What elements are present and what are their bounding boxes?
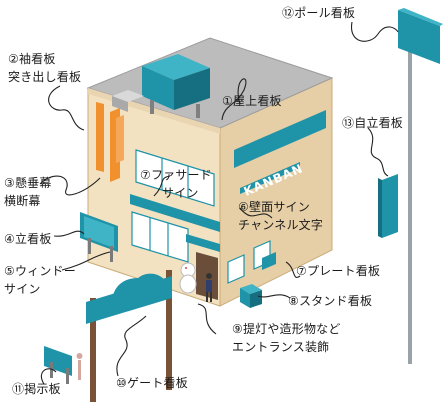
label-pole-sign: ⑫ポール看板	[282, 6, 356, 20]
pedestrian	[206, 273, 212, 302]
gate-sign	[86, 270, 172, 402]
projecting-sign	[110, 108, 124, 182]
label-plate-sign: ⑦プレート看板	[296, 264, 381, 278]
label-stand-sign: ⑧スタンド看板	[288, 294, 373, 308]
label-wall-sign: ⑥壁面サイン チャンネル文字	[238, 200, 324, 232]
label-gate-sign: ⑩ゲート看板	[116, 376, 188, 390]
stand-sign	[240, 284, 262, 308]
label-bulletin-board: ⑪掲示板	[12, 382, 61, 396]
self-standing-sign	[378, 174, 398, 238]
label-projecting-sign: ②袖看板 突き出し看板	[8, 52, 82, 84]
callout-lines	[39, 21, 399, 385]
facade-sign	[130, 194, 220, 232]
storefront-awning	[186, 234, 220, 252]
standing-sign	[80, 212, 118, 262]
wall-sign-band	[234, 110, 326, 168]
label-self-standing-sign: ⑬自立看板	[342, 116, 404, 130]
pole-sign	[398, 8, 443, 364]
label-entrance-decoration: ⑨提灯や造形物など エントランス装飾	[232, 322, 341, 354]
label-facade-sign: ⑦ファサード サイン	[140, 168, 212, 200]
storefront-windows	[131, 211, 189, 263]
label-rooftop-sign: ①屋上看板	[222, 94, 282, 108]
rooftop-sign	[142, 54, 210, 118]
label-hanging-banner: ③懸垂幕 横断幕	[4, 176, 52, 208]
hanging-banner	[96, 102, 104, 172]
bulletin-board	[44, 346, 83, 384]
upper-windows	[135, 149, 215, 207]
label-standing-sign: ④立看板	[4, 232, 52, 246]
building: KANBAN	[86, 37, 334, 308]
entrance-decoration	[179, 262, 197, 294]
label-window-sign: ⑤ウィンドー サイン	[4, 264, 76, 296]
plate-sign	[262, 252, 276, 270]
